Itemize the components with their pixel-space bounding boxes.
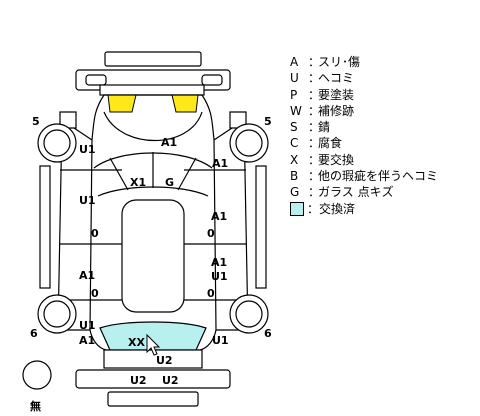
legend-row: U ：ヘコミ xyxy=(290,70,438,86)
mark-left-sill: 0 xyxy=(91,227,99,240)
windshield-divider-left xyxy=(109,157,129,191)
front-grille-right xyxy=(201,74,223,86)
left-mirror xyxy=(59,111,77,129)
wheel-number-front-right: 5 xyxy=(264,115,272,128)
rear-glass xyxy=(99,321,207,351)
rear-bumper xyxy=(75,369,231,389)
mark-left-rear-sill: 0 xyxy=(91,287,99,300)
legend-separator: ： xyxy=(308,169,321,184)
wheel-number-rear-right: 6 xyxy=(264,327,272,340)
mark-left-front-door: U1 xyxy=(79,194,96,207)
legend-separator: ： xyxy=(308,136,321,151)
mark-right-sill: 0 xyxy=(207,227,215,240)
legend-separator: ： xyxy=(308,185,321,200)
legend-text: 錆 xyxy=(318,120,331,135)
legend-code: U xyxy=(290,71,299,86)
mark-right-rear-fender: U1 xyxy=(212,334,229,347)
mark-rear-bumper-left: U2 xyxy=(130,374,147,387)
mark-front-left-fender: U1 xyxy=(79,143,96,156)
spare-tire xyxy=(22,360,52,390)
legend-text: ヘコミ xyxy=(318,71,355,86)
mark-right-front-door: A1 xyxy=(211,210,227,223)
legend-text: 補修跡 xyxy=(318,103,355,118)
legend-text: 他の瑕疵を伴うヘコミ xyxy=(318,169,439,184)
legend-text: 腐食 xyxy=(318,136,343,151)
legend-code: C xyxy=(290,136,299,151)
right-sill xyxy=(255,165,267,289)
mark-right-rear-door-bottom: U1 xyxy=(211,270,228,283)
legend-separator: ： xyxy=(308,152,321,167)
mark-left-rear-door: A1 xyxy=(79,269,95,282)
legend-separator: ： xyxy=(308,120,321,135)
front-grille xyxy=(85,74,107,86)
windshield-divider-right xyxy=(177,157,197,191)
legend-separator: ： xyxy=(308,103,321,118)
spare-tire-label: 無 xyxy=(30,399,41,413)
right-side-panel xyxy=(213,118,249,331)
legend-code: A xyxy=(290,55,299,69)
rear-right-wheel-inner xyxy=(235,300,263,328)
legend-row: G ：ガラス 点キズ xyxy=(290,184,438,200)
mark-rear-glass: XX xyxy=(128,336,145,349)
mouse-cursor-icon xyxy=(146,333,161,356)
legend-text: ガラス 点キズ xyxy=(318,185,394,200)
roof xyxy=(121,199,185,313)
legend-code: B xyxy=(290,169,299,184)
mark-rear-bumper-right: U2 xyxy=(162,374,179,387)
legend-code: S xyxy=(290,120,298,135)
legend-separator: ： xyxy=(308,55,321,69)
mark-left-rear-fender-top: U1 xyxy=(79,319,96,332)
mark-windshield-left: X1 xyxy=(130,176,146,189)
mark-hood: A1 xyxy=(161,136,177,149)
rear-left-wheel-inner xyxy=(43,300,71,328)
legend-row: A ：スリ･傷 xyxy=(290,54,438,70)
legend-row: X ：要交換 xyxy=(290,152,438,168)
legend-text: 要交換 xyxy=(318,152,355,167)
front-apron xyxy=(99,84,205,96)
wheel-number-rear-left: 6 xyxy=(30,327,38,340)
mark-right-rear-door-top: A1 xyxy=(211,256,227,269)
legend-code: P xyxy=(290,87,298,102)
legend-code: X xyxy=(290,152,299,167)
front-right-wheel-inner xyxy=(235,129,263,157)
rear-bumper-bar xyxy=(107,391,199,407)
legend-text: 要塗装 xyxy=(318,87,355,102)
mark-right-rear-sill: 0 xyxy=(207,287,215,300)
legend-replaced-text: ：交換済 xyxy=(307,201,356,216)
mark-left-rear-fender-bottom: A1 xyxy=(79,334,95,347)
front-left-wheel-inner xyxy=(43,129,71,157)
legend-text: スリ･傷 xyxy=(318,55,361,69)
wheel-number-front-left: 5 xyxy=(32,115,40,128)
legend-row: W ：補修跡 xyxy=(290,103,438,119)
front-bumper-bar xyxy=(104,51,202,67)
mark-rear-panel: U2 xyxy=(156,354,173,367)
replaced-swatch xyxy=(290,201,304,216)
left-sill xyxy=(39,165,51,289)
legend-replaced-row: ：交換済 xyxy=(290,201,438,217)
headlight-right xyxy=(171,94,199,113)
legend-row: P ：要塗装 xyxy=(290,87,438,103)
left-side-panel xyxy=(57,118,93,331)
headlight-left xyxy=(107,94,137,113)
legend-row: S ：錆 xyxy=(290,119,438,135)
legend-separator: ： xyxy=(308,87,321,102)
legend-row: B ：他の瑕疵を伴うヘコミ xyxy=(290,168,438,184)
windshield-bottom xyxy=(97,186,209,197)
legend-separator: ： xyxy=(308,71,321,86)
legend-code: W xyxy=(290,103,302,118)
legend-row: C ：腐食 xyxy=(290,135,438,151)
hood-line xyxy=(103,111,203,141)
mark-windshield-right: G xyxy=(165,176,174,189)
legend-code: G xyxy=(290,185,300,200)
mark-front-right-fender: A1 xyxy=(212,157,228,170)
